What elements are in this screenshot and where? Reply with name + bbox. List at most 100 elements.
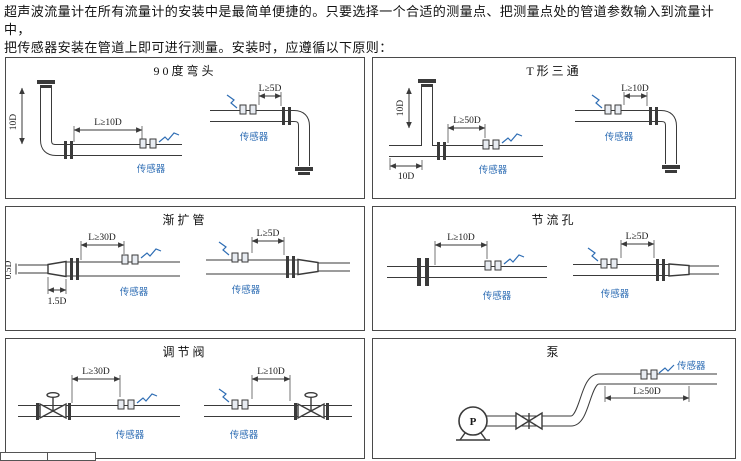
dim-label: L≥10D (447, 233, 475, 243)
sensor-cable (501, 133, 523, 144)
sensor (127, 399, 135, 410)
expander-right-drawing: L≥5D 传感器 (206, 229, 350, 296)
pump-diagram: P 传感器 L≥50D (456, 360, 717, 441)
pump-symbol (458, 406, 488, 436)
sensor (231, 252, 239, 263)
flange (649, 107, 652, 125)
pump-letter: P (470, 416, 477, 428)
sensor-cable (503, 254, 525, 265)
flange (662, 165, 680, 169)
dim-diameter-label: 0.5D (6, 261, 14, 280)
flange (437, 142, 440, 160)
sensor (131, 254, 139, 265)
panel-title-pump: 泵 (546, 345, 562, 359)
pump-leg (480, 432, 487, 441)
sensor (231, 399, 239, 410)
sensor (492, 139, 500, 150)
sensor-label: 传感器 (240, 131, 269, 143)
tee-left-drawing: 10D 10D L≥50D 传感器 (389, 79, 543, 182)
sensor (494, 260, 502, 271)
pump-leg (459, 432, 466, 441)
expansion-cone (47, 260, 67, 278)
sensor (640, 369, 648, 380)
dim-label: L≥10D (94, 118, 122, 128)
panel-tee: T形三通 10D 10D L≥50D 传感器 (372, 57, 736, 199)
panel-title-elbow: 90度弯头 (153, 64, 217, 78)
sensor-label: 传感器 (605, 131, 634, 143)
sensor (149, 138, 157, 149)
valve-body (515, 411, 531, 431)
dim-label: L≥10D (621, 84, 649, 94)
valve-body (39, 402, 55, 420)
sensor (600, 258, 608, 269)
orifice-left-drawing: L≥10D 传感器 (387, 233, 547, 302)
reducer-cone (297, 258, 319, 276)
sensor-label: 传感器 (116, 429, 145, 441)
sensor (610, 258, 618, 269)
flange (36, 403, 39, 420)
dim-label: L≥10D (257, 367, 285, 377)
sensor-cable (658, 364, 675, 374)
dim-label: L≥30D (82, 367, 110, 377)
dim-horizontal-label: 10D (398, 172, 415, 182)
flange (294, 403, 297, 420)
sensor-label: 传感器 (232, 284, 261, 296)
flange (64, 141, 67, 159)
valve-diagram: L≥30D 传感器 L≥10D 传感器 (18, 367, 352, 441)
valve-handwheel (46, 392, 60, 399)
sensor (249, 104, 257, 115)
sensor-label: 传感器 (677, 360, 706, 372)
panel-expander: 渐扩管 0.5D 1.5D L≥30D 传感器 (5, 206, 365, 331)
sensor-label: 传感器 (479, 164, 508, 176)
tee-diagram: 10D 10D L≥50D 传感器 (389, 79, 680, 182)
sensor-label: 传感器 (483, 290, 512, 302)
elbow-right-drawing: L≥5D 传感器 (210, 84, 313, 175)
sensor-cable (587, 247, 599, 262)
sensor (117, 399, 125, 410)
valve-body (297, 402, 313, 420)
elbow-diagram: 10D L≥10D 传感器 (9, 80, 313, 175)
panel-title-expander: 渐扩管 (162, 213, 208, 227)
sensor-label: 传感器 (601, 288, 630, 300)
dim-label: L≥5D (259, 84, 282, 94)
sensor (139, 138, 147, 149)
valve-left-drawing: L≥30D 传感器 (18, 367, 180, 441)
pump-drawing: P 传感器 L≥50D (456, 360, 717, 441)
panel-title-tee: T形三通 (526, 64, 582, 78)
dim-vertical-label: 10D (9, 114, 19, 131)
flange (286, 256, 289, 278)
sensor (650, 369, 658, 380)
dim-cone-label: 1.5D (48, 297, 67, 307)
orifice-right-drawing: L≥5D 传感器 (573, 232, 719, 300)
orifice-diagram: L≥10D 传感器 L≥5D 传感器 (387, 232, 719, 302)
sensor (604, 104, 612, 115)
dim-vertical-label: 10D (396, 100, 406, 117)
tee-right-drawing: L≥10D 传感器 (575, 84, 680, 173)
sensor-cable (226, 94, 238, 109)
panel-pump: 泵 P 传感器 L≥50D (372, 338, 736, 459)
sensor (121, 254, 129, 265)
sensor-cable (140, 248, 162, 259)
flange (656, 259, 659, 281)
valve-right-drawing: L≥10D 传感器 (204, 367, 352, 441)
flange (37, 80, 55, 84)
sensor-cable (218, 388, 230, 403)
sensor-cable (591, 94, 603, 109)
panel-valve: 调节阀 L≥30D 传感器 (5, 338, 365, 459)
expander-left-drawing: 0.5D 1.5D L≥30D 传感器 (6, 233, 180, 307)
sensor (482, 139, 490, 150)
dim-label: L≥5D (626, 232, 649, 242)
dim-label: L≥5D (257, 229, 280, 239)
flange (70, 258, 73, 280)
sensor-label: 传感器 (230, 429, 259, 441)
sensor (614, 104, 622, 115)
flange (282, 107, 285, 125)
dim-label: L≥50D (633, 387, 661, 397)
sensor (484, 260, 492, 271)
valve-handwheel (304, 392, 318, 399)
sensor-cable (136, 393, 158, 404)
reducer-cone (668, 263, 690, 277)
expander-diagram: 0.5D 1.5D L≥30D 传感器 (6, 229, 350, 307)
flange (295, 167, 313, 171)
flange (326, 403, 329, 420)
